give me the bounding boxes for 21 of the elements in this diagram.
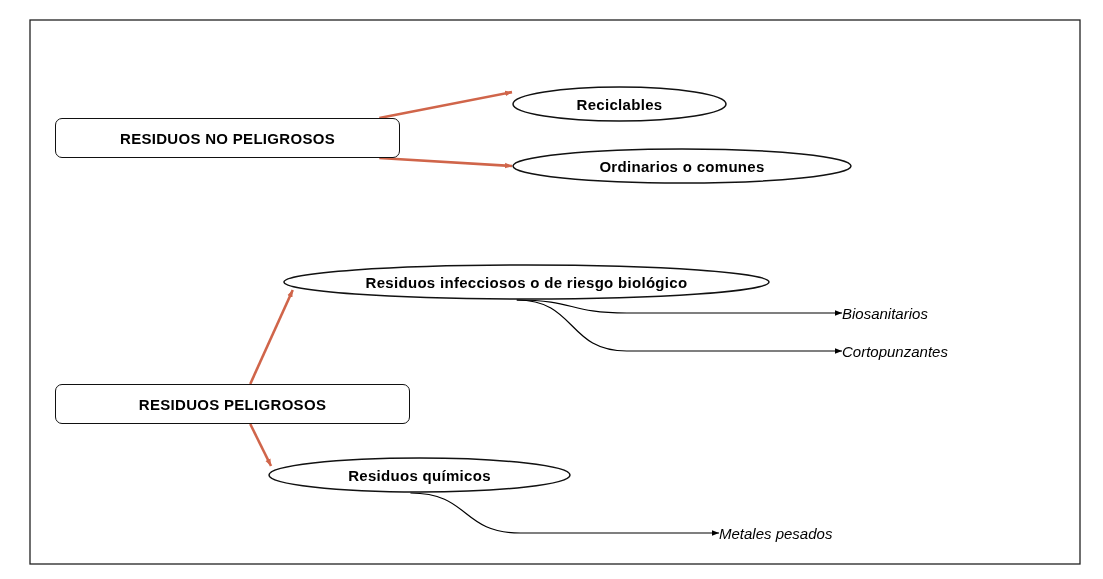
arrow <box>379 90 513 120</box>
ellipse <box>283 264 770 300</box>
node-label: RESIDUOS NO PELIGROSOS <box>120 129 335 147</box>
rounded-box <box>55 384 410 424</box>
node-label: Residuos químicos <box>348 466 491 484</box>
node-label: RESIDUOS PELIGROSOS <box>138 395 327 413</box>
ellipse <box>512 148 852 184</box>
arrow <box>379 156 513 169</box>
category-label: Cortopunzantes <box>842 342 948 360</box>
arrow <box>516 299 843 354</box>
node-label: Reciclables <box>576 95 663 113</box>
node-label: Residuos infecciosos o de riesgo biológico <box>365 273 688 291</box>
arrow <box>249 423 273 467</box>
arrow <box>409 492 720 536</box>
arrow <box>249 289 294 385</box>
ellipse <box>512 86 727 122</box>
rounded-box <box>55 118 400 158</box>
category-label: Biosanitarios <box>842 304 928 322</box>
category-label: Metales pesados <box>719 524 833 542</box>
ellipse <box>268 457 571 493</box>
node-label: Ordinarios o comunes <box>599 157 765 175</box>
